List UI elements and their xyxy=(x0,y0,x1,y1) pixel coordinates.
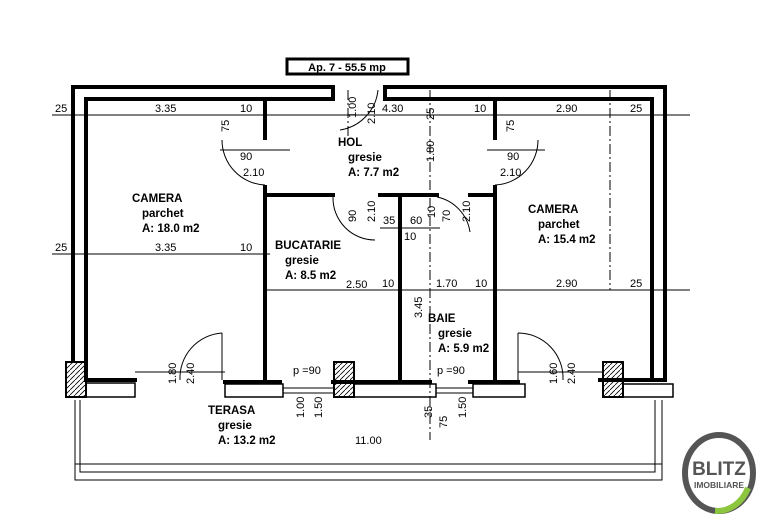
plan-title: Ap. 7 - 55.5 mp xyxy=(285,57,410,76)
door-swings xyxy=(179,89,564,381)
vertical-dimension-label: 25 xyxy=(425,108,437,120)
room-name: CAMERA xyxy=(528,204,578,216)
dimension-label: 10 xyxy=(240,242,252,254)
dimension-label: 3.35 xyxy=(155,103,176,115)
room-name: HOL xyxy=(338,137,362,149)
dimension-label: 10 xyxy=(382,278,394,290)
dimension-label: p =90 xyxy=(437,365,465,377)
vertical-dimension-label: 1.50 xyxy=(313,397,325,418)
room-name: TERASA xyxy=(208,405,255,417)
dimension-label: 2.10 xyxy=(243,167,264,179)
dimension-lines xyxy=(52,90,690,481)
vertical-dimension-label: 1.60 xyxy=(548,363,560,384)
vertical-dimension-label: 1.00 xyxy=(295,397,307,418)
dimension-label: 10 xyxy=(475,278,487,290)
svg-text:IMOBILIARE: IMOBILIARE xyxy=(694,480,744,490)
room-labels: CAMERA parchet A: 18.0 m2 HOL gresie A: 7.7 m… xyxy=(132,137,596,447)
vertical-dimension-label: 1.80 xyxy=(425,141,437,162)
dimension-label: 25 xyxy=(55,103,67,115)
vertical-dimension-label: 1.50 xyxy=(457,397,469,418)
room-name: BUCATARIE xyxy=(275,240,341,252)
vertical-dimension-label: 35 xyxy=(423,406,435,418)
dimension-label: 2.50 xyxy=(346,279,367,291)
vertical-dimension-label: 2.10 xyxy=(366,201,378,222)
vertical-dimension-label: 2.10 xyxy=(461,201,473,222)
room-area: A: 5.9 m2 xyxy=(438,343,489,355)
vertical-dimension-label: 75 xyxy=(505,120,517,132)
walls xyxy=(71,85,667,384)
room-floor: gresie xyxy=(218,420,252,432)
vertical-dimension-label: 1.00 xyxy=(347,97,359,118)
dimension-label: 10 xyxy=(474,103,486,115)
room-area: A: 7.7 m2 xyxy=(348,167,399,179)
vertical-dimension-label: 2.40 xyxy=(185,363,197,384)
plan-title-text: Ap. 7 - 55.5 mp xyxy=(308,62,386,74)
vertical-dimension-label: 2.10 xyxy=(366,103,378,124)
vertical-dimension-label: 2.40 xyxy=(566,363,578,384)
room-floor: parchet xyxy=(142,208,184,220)
dimension-label: p =90 xyxy=(293,365,321,377)
room-area: A: 13.2 m2 xyxy=(218,435,276,447)
room-floor: parchet xyxy=(538,219,580,231)
dimension-label: 4.30 xyxy=(382,103,403,115)
dimension-label: 1.70 xyxy=(436,278,457,290)
dimension-label: 3.35 xyxy=(155,242,176,254)
vertical-dimension-label: 1.80 xyxy=(167,363,179,384)
dimension-label: 2.90 xyxy=(556,278,577,290)
dimension-labels: 25 3.35 10 4.30 10 2.90 25 90 2.10 90 2.10 35 60 10 25… xyxy=(55,103,642,447)
vertical-dimension-label: 3.45 xyxy=(413,297,425,318)
blitz-logo: BLITZ IMOBILIARE xyxy=(682,432,756,515)
room-name: BAIE xyxy=(428,313,456,325)
svg-text:BLITZ: BLITZ xyxy=(692,459,746,480)
room-area: A: 15.4 m2 xyxy=(538,234,596,246)
vertical-dimension-label: 75 xyxy=(220,120,232,132)
dimension-label: 35 xyxy=(383,215,395,227)
vertical-dimension-label: 10 xyxy=(426,206,438,218)
dimension-label: 2.10 xyxy=(500,167,521,179)
dimension-label: 90 xyxy=(240,151,252,163)
dimension-label: 25 xyxy=(55,242,67,254)
room-area: A: 8.5 m2 xyxy=(285,270,336,282)
room-floor: gresie xyxy=(438,328,472,340)
vertical-dimension-label: 90 xyxy=(347,210,359,222)
dimension-label: 25 xyxy=(630,278,642,290)
room-name: CAMERA xyxy=(132,193,182,205)
dimension-label: 90 xyxy=(507,151,519,163)
dimension-label: 2.90 xyxy=(556,103,577,115)
pillars xyxy=(65,361,674,398)
room-floor: gresie xyxy=(348,152,382,164)
dimension-label: 10 xyxy=(240,103,252,115)
vertical-dimension-label: 75 xyxy=(438,416,450,428)
dimension-label: 25 xyxy=(630,103,642,115)
vertical-dimension-label: 70 xyxy=(441,210,453,222)
room-floor: gresie xyxy=(285,255,319,267)
dimension-label: 10 xyxy=(404,231,416,243)
dimension-label: 11.00 xyxy=(355,435,382,447)
room-area: A: 18.0 m2 xyxy=(142,223,200,235)
dimension-label: 60 xyxy=(410,215,422,227)
